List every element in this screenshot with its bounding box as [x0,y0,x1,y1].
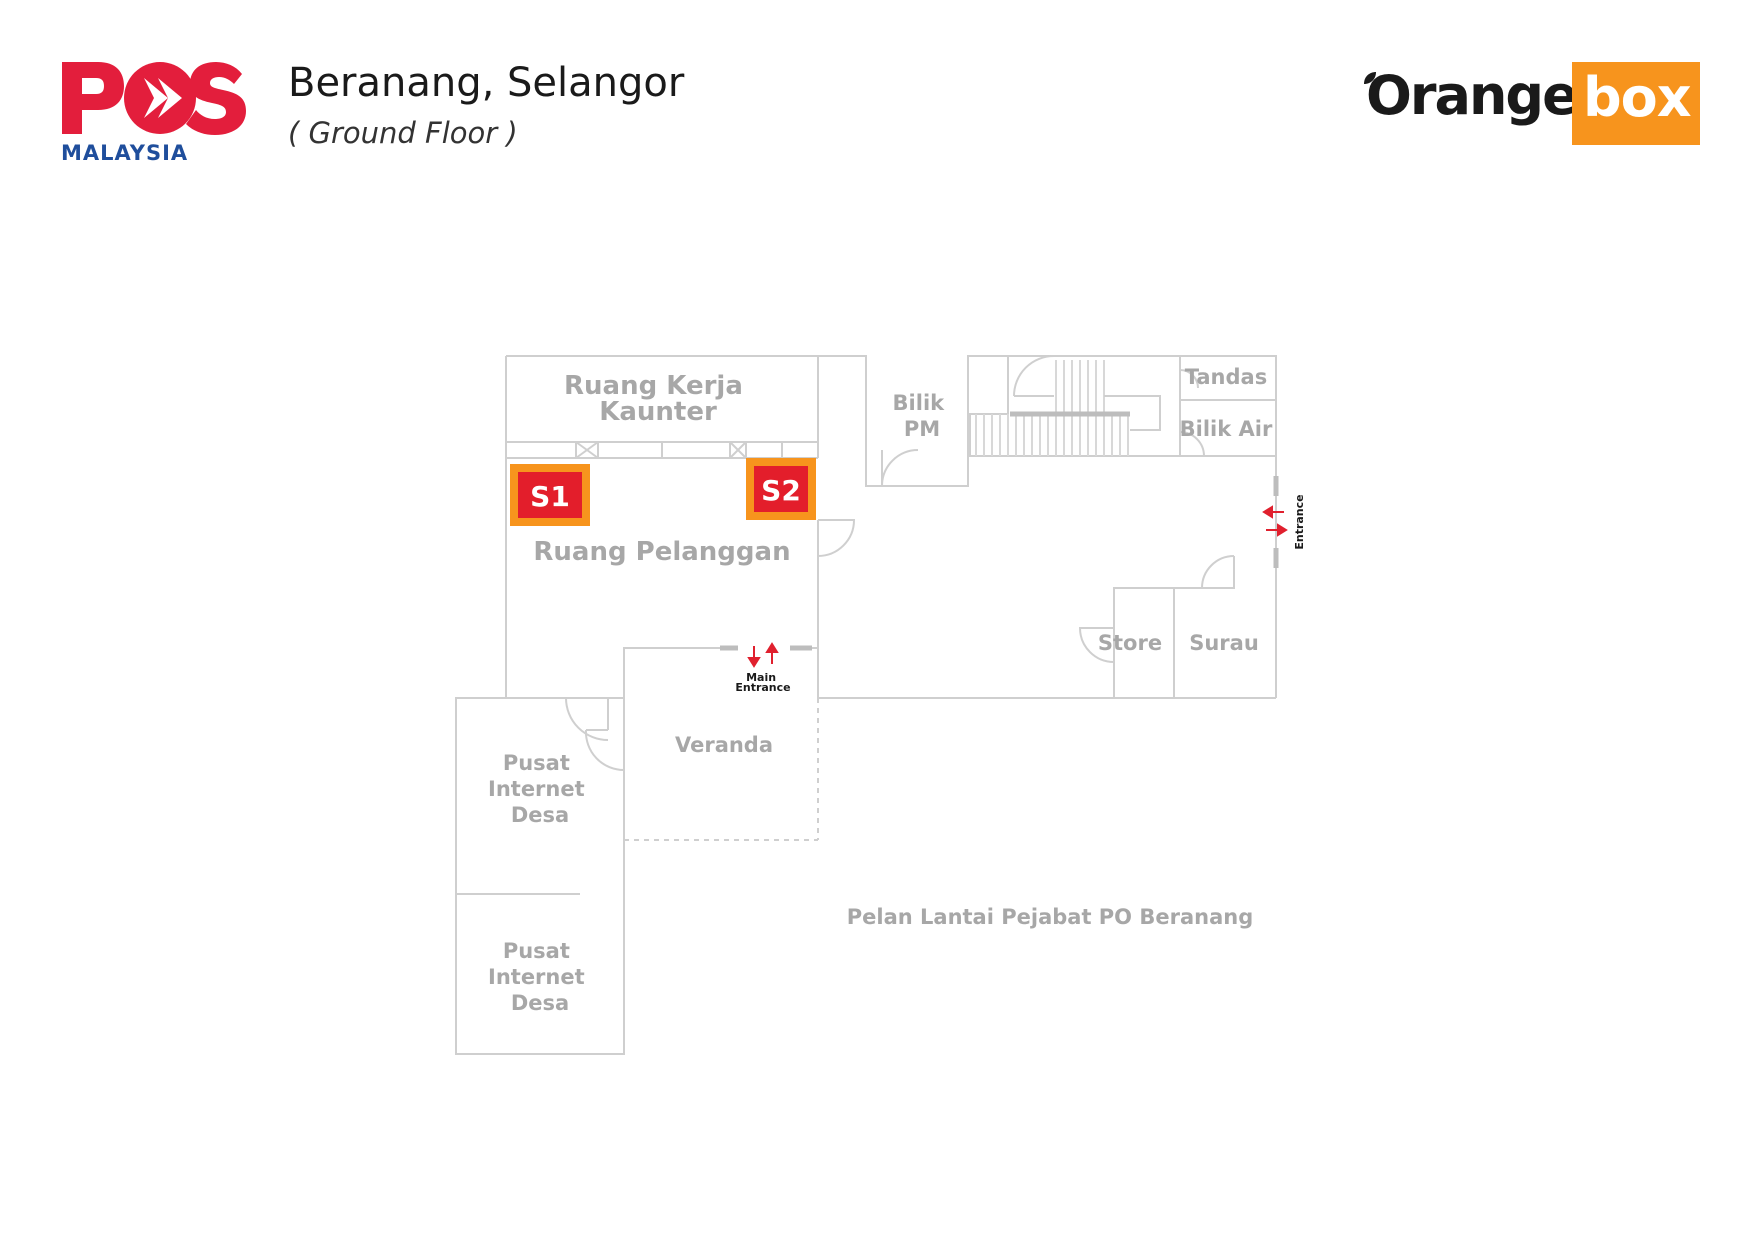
orangebox-word: Orange [1366,64,1579,127]
pos-logo-mark [62,62,246,135]
kiosk-s1-label: S1 [530,480,570,513]
room-manager: Bilik PM [893,391,952,441]
main-entrance-label: Main Entrance [735,671,790,694]
kiosk-s2-marker[interactable]: S2 [746,458,816,520]
page-title: Beranang, Selangor [288,60,685,106]
room-veranda: Veranda [675,733,773,757]
orangebox-badge: box [1572,62,1700,145]
plan-caption: Pelan Lantai Pejabat PO Beranang [847,905,1253,929]
room-surau: Surau [1189,631,1259,655]
orangebox-box-text: box [1583,66,1692,129]
side-entrance-label: Entrance [1293,494,1306,549]
pos-malaysia-logo: MALAYSIA [58,58,248,170]
pos-malaysia-wordmark: MALAYSIA [61,141,189,165]
kiosk-s2-label: S2 [761,474,801,507]
walls [455,355,1279,1055]
main-entrance-arrows [747,642,779,668]
room-store: Store [1098,631,1162,655]
page-subtitle: ( Ground Floor ) [288,116,518,150]
door-customer [817,519,856,557]
room-washroom: Bilik Air [1180,417,1273,441]
leaf-icon [1364,72,1376,84]
room-internet-centre-1: Pusat Internet Desa [488,751,592,827]
orangebox-logo: Orange box [1362,62,1702,146]
room-counter-work: Ruang Kerja Kaunter [564,371,752,427]
kiosk-s1-marker[interactable]: S1 [510,464,590,526]
room-toilet: Tandas [1185,365,1267,389]
side-entrance-arrows [1262,505,1288,537]
room-internet-centre-2: Pusat Internet Desa [488,939,592,1015]
room-customer-area: Ruang Pelanggan [533,537,790,567]
wall-top-left [506,355,1008,487]
